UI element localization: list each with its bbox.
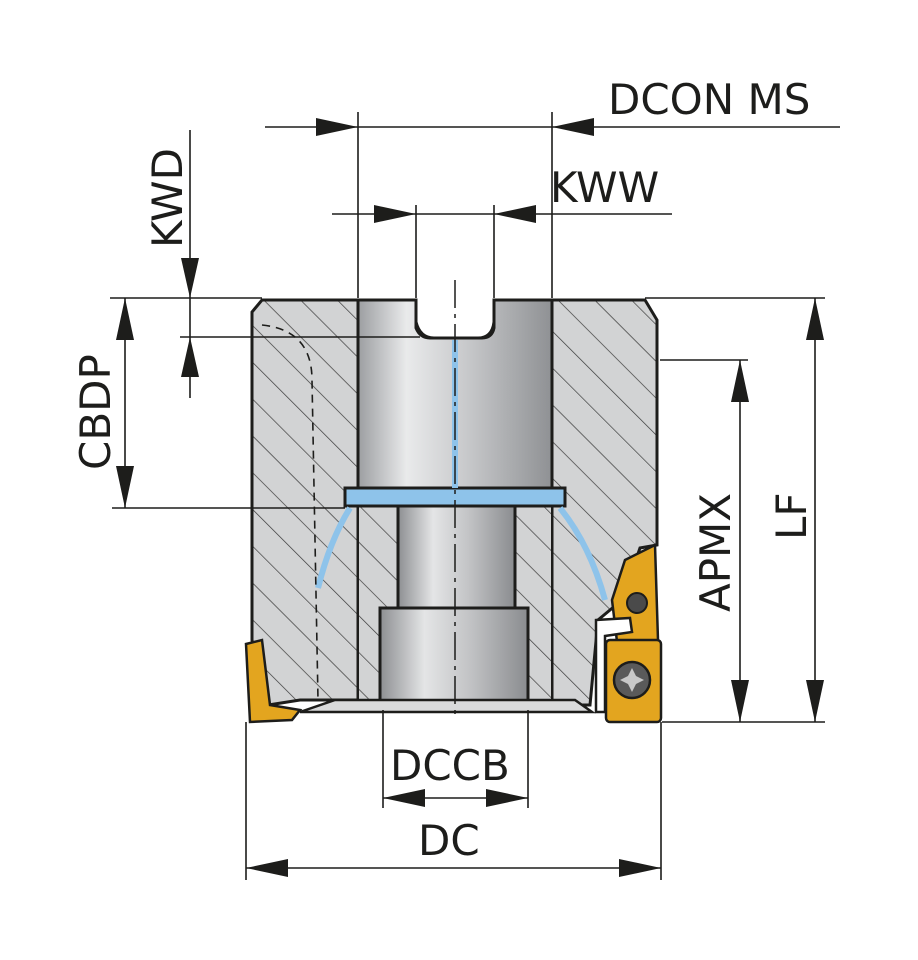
label-cbdp: CBDP <box>71 354 120 470</box>
body-left-section <box>250 298 360 708</box>
hidden-coolant-line <box>261 324 319 701</box>
dimension-lines <box>110 112 840 880</box>
clamping-screw <box>299 504 596 714</box>
left-insert <box>244 638 303 724</box>
screw-head <box>378 606 530 704</box>
key-way-slot <box>414 300 496 340</box>
label-kww: KWW <box>550 163 659 212</box>
label-lf: LF <box>767 492 816 540</box>
label-dccb: DCCB <box>390 741 510 790</box>
label-kwd: KWD <box>143 148 192 248</box>
label-dc: DC <box>418 816 480 865</box>
cutter-body <box>250 298 659 708</box>
wedge-screw-icon <box>626 592 648 614</box>
label-dcon-ms: DCON MS <box>608 75 810 124</box>
label-apmx: APMX <box>691 493 740 612</box>
bottom-chamfer <box>299 698 596 714</box>
screw-shank <box>396 504 517 612</box>
right-insert-assembly <box>594 543 663 724</box>
